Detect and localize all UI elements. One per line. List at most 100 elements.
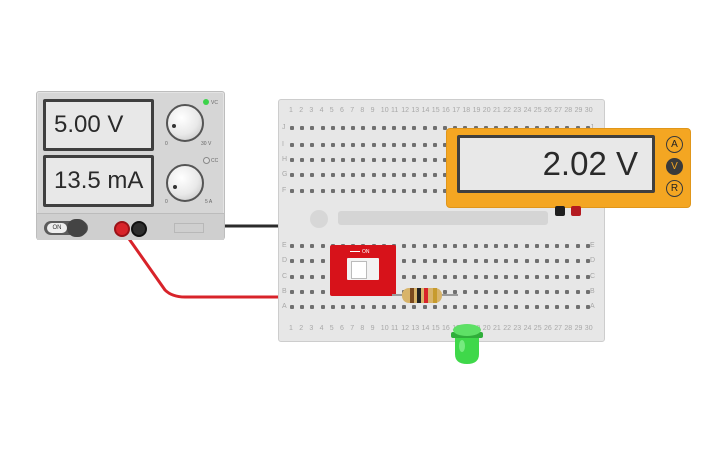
breadboard-hole[interactable]: [422, 126, 427, 130]
breadboard-hole[interactable]: [290, 259, 294, 263]
breadboard-hole[interactable]: [534, 244, 539, 248]
breadboard-hole[interactable]: [412, 275, 417, 279]
breadboard-hole[interactable]: [300, 244, 305, 248]
breadboard-hole[interactable]: [392, 126, 396, 130]
breadboard-hole[interactable]: [524, 275, 529, 279]
breadboard-hole[interactable]: [351, 189, 356, 193]
breadboard-hole[interactable]: [361, 158, 366, 162]
breadboard-hole[interactable]: [565, 290, 570, 294]
breadboard-hole[interactable]: [473, 259, 478, 263]
breadboard-hole[interactable]: [402, 158, 407, 162]
breadboard-hole[interactable]: [412, 158, 417, 162]
breadboard-hole[interactable]: [290, 290, 294, 294]
breadboard-hole[interactable]: [402, 275, 407, 279]
breadboard-hole[interactable]: [504, 244, 509, 248]
breadboard-hole[interactable]: [402, 189, 407, 193]
breadboard-hole[interactable]: [555, 290, 560, 294]
breadboard-hole[interactable]: [412, 305, 417, 309]
breadboard-hole[interactable]: [412, 189, 417, 193]
breadboard-hole[interactable]: [330, 189, 335, 193]
breadboard-hole[interactable]: [432, 143, 437, 147]
breadboard-hole[interactable]: [565, 275, 570, 279]
breadboard-hole[interactable]: [422, 173, 427, 177]
breadboard-hole[interactable]: [432, 158, 437, 162]
breadboard-hole[interactable]: [300, 259, 305, 263]
voltmeter-mode-button[interactable]: V: [666, 158, 683, 175]
breadboard-hole[interactable]: [524, 244, 529, 248]
breadboard-hole[interactable]: [575, 290, 580, 294]
breadboard-hole[interactable]: [320, 173, 325, 177]
breadboard-hole[interactable]: [381, 305, 386, 309]
breadboard-hole[interactable]: [443, 244, 447, 248]
breadboard-hole[interactable]: [575, 244, 580, 248]
breadboard-hole[interactable]: [392, 143, 396, 147]
breadboard-hole[interactable]: [514, 259, 519, 263]
switch-knob[interactable]: [351, 261, 367, 279]
breadboard-hole[interactable]: [412, 173, 417, 177]
breadboard-hole[interactable]: [585, 259, 590, 263]
breadboard-hole[interactable]: [483, 290, 488, 294]
breadboard-hole[interactable]: [453, 305, 458, 309]
breadboard-hole[interactable]: [381, 173, 386, 177]
breadboard-hole[interactable]: [585, 275, 590, 279]
breadboard-hole[interactable]: [432, 305, 437, 309]
breadboard-hole[interactable]: [565, 244, 570, 248]
breadboard-hole[interactable]: [524, 259, 529, 263]
breadboard-hole[interactable]: [412, 244, 417, 248]
multimeter-red-probe[interactable]: [571, 206, 581, 216]
breadboard-hole[interactable]: [412, 259, 417, 263]
multimeter-black-probe[interactable]: [555, 206, 565, 216]
breadboard-hole[interactable]: [381, 126, 386, 130]
breadboard-hole[interactable]: [402, 143, 407, 147]
breadboard-hole[interactable]: [453, 259, 458, 263]
breadboard-hole[interactable]: [514, 305, 519, 309]
breadboard-hole[interactable]: [320, 290, 325, 294]
breadboard-hole[interactable]: [290, 189, 294, 193]
breadboard-hole[interactable]: [473, 275, 478, 279]
negative-terminal[interactable]: [131, 221, 147, 237]
breadboard-hole[interactable]: [300, 143, 305, 147]
breadboard-hole[interactable]: [381, 158, 386, 162]
breadboard-hole[interactable]: [534, 305, 539, 309]
breadboard-hole[interactable]: [443, 290, 447, 294]
breadboard-hole[interactable]: [290, 143, 294, 147]
breadboard-hole[interactable]: [290, 275, 294, 279]
breadboard-hole[interactable]: [575, 259, 580, 263]
breadboard-hole[interactable]: [371, 158, 376, 162]
breadboard-hole[interactable]: [320, 126, 325, 130]
breadboard-hole[interactable]: [330, 173, 335, 177]
breadboard-hole[interactable]: [524, 290, 529, 294]
breadboard-hole[interactable]: [351, 126, 356, 130]
breadboard-hole[interactable]: [310, 244, 315, 248]
breadboard-hole[interactable]: [310, 126, 315, 130]
breadboard-hole[interactable]: [453, 275, 458, 279]
breadboard-hole[interactable]: [412, 126, 417, 130]
breadboard-hole[interactable]: [545, 305, 549, 309]
breadboard-hole[interactable]: [320, 305, 325, 309]
breadboard-hole[interactable]: [361, 305, 366, 309]
breadboard-hole[interactable]: [585, 244, 590, 248]
breadboard-hole[interactable]: [320, 189, 325, 193]
breadboard-hole[interactable]: [524, 305, 529, 309]
breadboard-hole[interactable]: [371, 173, 376, 177]
breadboard-hole[interactable]: [504, 275, 509, 279]
breadboard-hole[interactable]: [494, 244, 498, 248]
breadboard-hole[interactable]: [361, 126, 366, 130]
breadboard-hole[interactable]: [310, 290, 315, 294]
breadboard-hole[interactable]: [585, 305, 590, 309]
breadboard-hole[interactable]: [422, 259, 427, 263]
breadboard-hole[interactable]: [483, 259, 488, 263]
breadboard-hole[interactable]: [432, 244, 437, 248]
breadboard-hole[interactable]: [555, 259, 560, 263]
breadboard-hole[interactable]: [412, 143, 417, 147]
breadboard-hole[interactable]: [514, 244, 519, 248]
breadboard-hole[interactable]: [585, 290, 590, 294]
breadboard-hole[interactable]: [545, 290, 549, 294]
breadboard-hole[interactable]: [494, 259, 498, 263]
breadboard-hole[interactable]: [341, 173, 345, 177]
breadboard-hole[interactable]: [463, 290, 468, 294]
breadboard-hole[interactable]: [463, 244, 468, 248]
breadboard-hole[interactable]: [300, 275, 305, 279]
breadboard-hole[interactable]: [443, 173, 447, 177]
breadboard-hole[interactable]: [402, 173, 407, 177]
